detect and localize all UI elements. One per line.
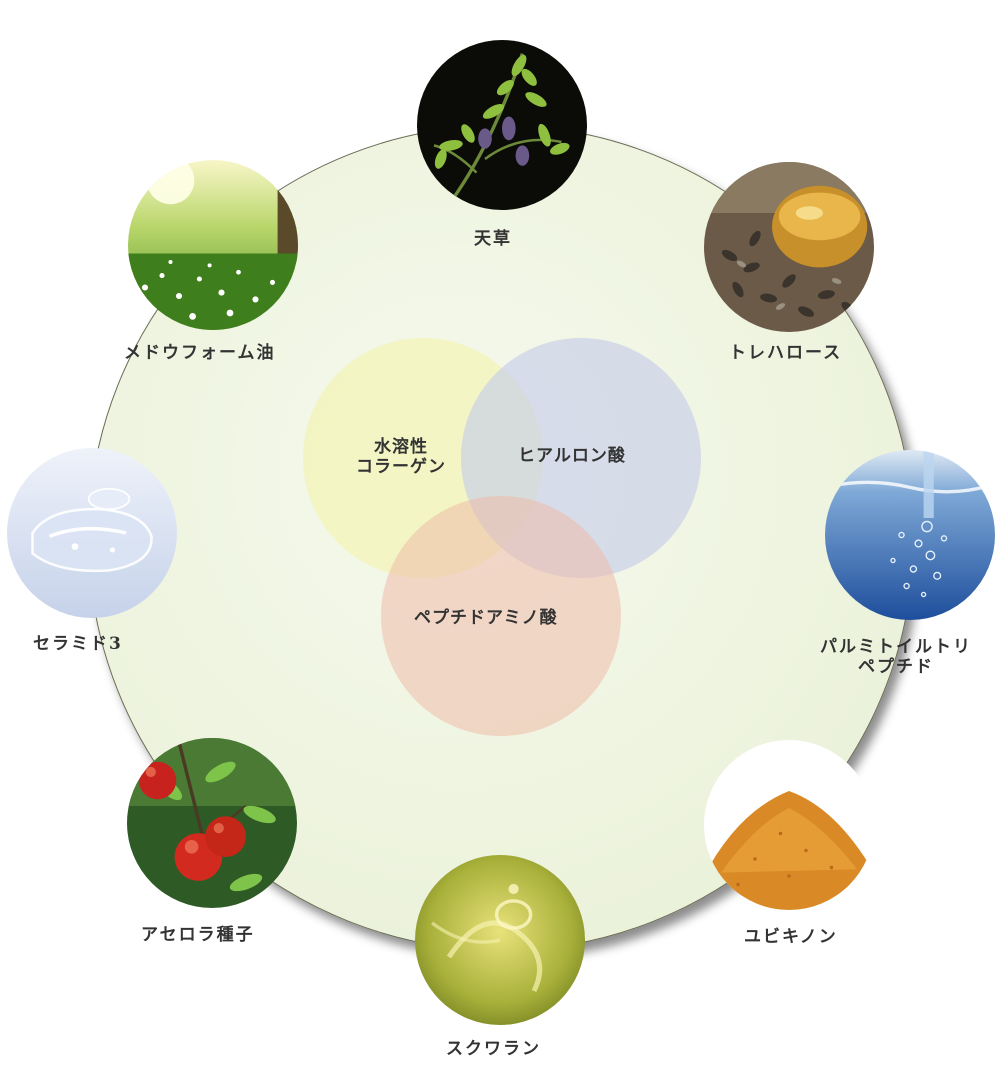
oil-splash-photo [415, 855, 585, 1025]
venn-label-collagen: 水溶性 コラーゲン [356, 437, 446, 477]
seeds-oil-photo [704, 162, 874, 332]
ingredient-label-trehalose: トレハロース [729, 343, 843, 363]
gel-drop-photo [7, 448, 177, 618]
acerola-fruit-photo [127, 738, 297, 908]
venn-label-peptide: ペプチドアミノ酸 [414, 608, 558, 628]
ingredient-label-ubiquinone: ユビキノン [744, 927, 838, 947]
orange-powder-photo [704, 740, 874, 910]
ingredient-label-palmitoyl: パルミトイルトリ ペプチド [820, 637, 972, 677]
meadow-field-photo [128, 160, 298, 330]
licorice-plant-photo [417, 40, 587, 210]
ingredient-label-licorice: 天草 [474, 229, 512, 249]
ingredient-label-acerola: アセロラ種子 [141, 925, 255, 945]
ingredient-label-meadowfoam: メドウフォーム油 [124, 343, 276, 363]
ingredient-label-squalane: スクワラン [446, 1039, 541, 1059]
ingredient-label-ceramide: セラミド3 [33, 634, 123, 654]
water-bubbles-photo [825, 450, 995, 620]
venn-label-hyaluronic: ヒアルロン酸 [518, 446, 626, 466]
venn-circle-peptide [381, 496, 621, 736]
